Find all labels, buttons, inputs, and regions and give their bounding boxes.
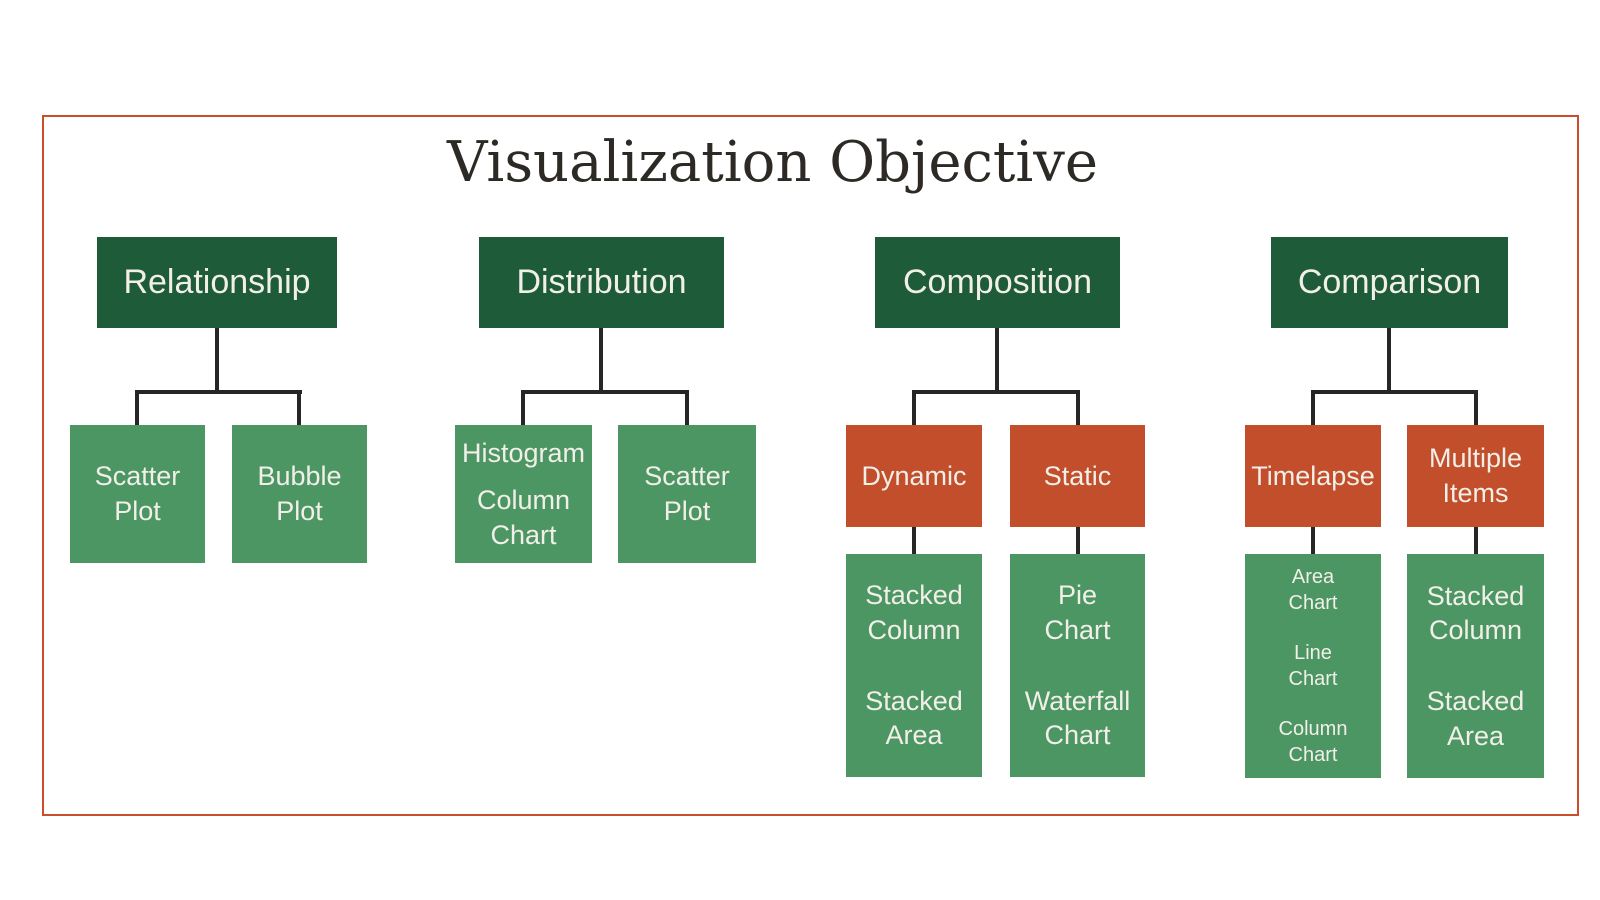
connector-comparison-stem [1387,328,1391,390]
node-composition-label: Composition [903,262,1092,301]
node-distribution-histogram-column-chart: Histogram Column Chart [455,425,592,563]
node-comparison-label: Comparison [1297,262,1482,301]
node-label: Dynamic [861,460,967,491]
node-label: Timelapse [1251,460,1375,491]
node-label: Static [1043,460,1112,491]
connector-static-drop [1076,527,1080,554]
node-relationship-label: Relationship [123,262,311,301]
chart-type-label: Stacked Area [1426,686,1525,751]
connector-distribution-rail [521,390,689,394]
connector-comparison-right-drop [1474,390,1478,425]
node-timelapse-charts: Area Chart Line Chart Column Chart [1245,554,1381,778]
node-static: Static [1010,425,1145,527]
node-timelapse: Timelapse [1245,425,1381,527]
connector-timelapse-drop [1311,527,1315,554]
node-label: Bubble Plot [257,461,342,526]
node-dynamic-charts: Stacked Column Stacked Area [846,554,982,777]
node-composition: Composition [875,237,1120,328]
node-label: Column Chart [476,485,571,550]
connector-distribution-left-drop [521,390,525,425]
connector-distribution-right-drop [685,390,689,425]
connector-relationship-stem [215,328,219,390]
node-comparison: Comparison [1271,237,1508,328]
connector-composition-right-drop [1076,390,1080,425]
node-relationship-bubble-plot: Bubble Plot [232,425,367,563]
diagram-title: Visualization Objective [446,130,1099,195]
connector-composition-stem [995,328,999,390]
connector-relationship-rail [135,390,302,394]
node-label: Histogram [461,437,586,468]
diagram-frame [42,115,1579,816]
node-label: Scatter Plot [644,461,730,526]
node-multiple-items: Multiple Items [1407,425,1544,527]
chart-type-label: Pie Chart [1044,580,1111,645]
chart-type-label: Stacked Column [865,580,963,645]
connector-composition-rail [912,390,1080,394]
node-relationship-scatter-plot: Scatter Plot [70,425,205,563]
connector-comparison-left-drop [1311,390,1315,425]
chart-type-label: Area Chart [1288,566,1338,614]
connector-distribution-stem [599,328,603,390]
node-relationship: Relationship [97,237,337,328]
node-distribution-label: Distribution [516,262,687,301]
connector-composition-left-drop [912,390,916,425]
connector-dynamic-drop [912,527,916,554]
connector-comparison-rail [1311,390,1478,394]
node-distribution-scatter-plot: Scatter Plot [618,425,756,563]
chart-type-label: Stacked Area [865,685,963,751]
chart-type-label: Waterfall Chart [1024,685,1131,751]
node-dynamic: Dynamic [846,425,982,527]
chart-type-label: Stacked Column [1426,580,1525,646]
node-distribution: Distribution [479,237,724,328]
node-multiple-items-charts: Stacked Column Stacked Area [1407,554,1544,778]
chart-type-label: Line Chart [1288,642,1338,690]
node-static-charts: Pie Chart Waterfall Chart [1010,554,1145,777]
connector-relationship-left-drop [135,390,139,425]
connector-relationship-right-drop [297,390,301,425]
connector-multiple-items-drop [1474,527,1478,554]
node-label: Multiple Items [1428,443,1523,508]
node-label: Scatter Plot [94,461,181,526]
chart-type-label: Column Chart [1278,718,1348,766]
